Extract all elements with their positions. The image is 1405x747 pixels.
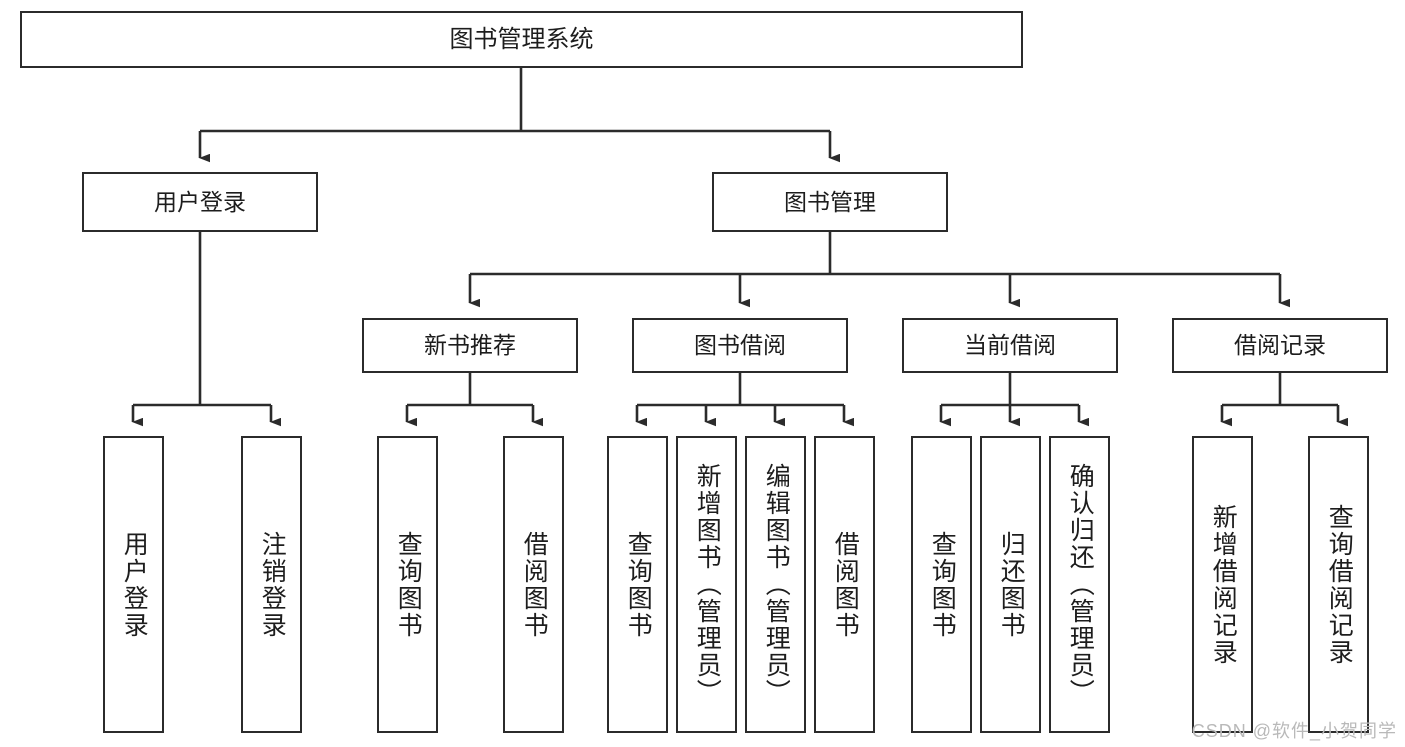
leaf-book-borrow-edit[interactable]: 编辑图书（管理员） bbox=[745, 436, 806, 733]
node-label: 查询图书 bbox=[928, 530, 957, 639]
node-user-login[interactable]: 用户登录 bbox=[82, 172, 318, 232]
leaf-current-borrow-return[interactable]: 归还图书 bbox=[980, 436, 1041, 733]
node-label: 用户登录 bbox=[120, 530, 149, 639]
leaf-user-login-logout[interactable]: 注销登录 bbox=[241, 436, 302, 733]
node-label: 借阅图书 bbox=[831, 530, 860, 639]
node-label: 查询借阅记录 bbox=[1325, 503, 1354, 666]
node-book-borrow[interactable]: 图书借阅 bbox=[632, 318, 848, 373]
leaf-book-borrow-borrow[interactable]: 借阅图书 bbox=[814, 436, 875, 733]
leaf-new-book-query[interactable]: 查询图书 bbox=[377, 436, 438, 733]
node-label: 归还图书 bbox=[997, 530, 1026, 639]
leaf-borrow-record-query[interactable]: 查询借阅记录 bbox=[1308, 436, 1369, 733]
leaf-book-borrow-query[interactable]: 查询图书 bbox=[607, 436, 668, 733]
node-label: 借阅图书 bbox=[520, 530, 549, 639]
node-label: 编辑图书（管理员） bbox=[762, 463, 791, 706]
node-label: 查询图书 bbox=[394, 530, 423, 639]
leaf-user-login-login[interactable]: 用户登录 bbox=[103, 436, 164, 733]
node-label: 确认归还（管理员） bbox=[1066, 463, 1095, 706]
leaf-new-book-borrow[interactable]: 借阅图书 bbox=[503, 436, 564, 733]
node-label: 图书借阅 bbox=[694, 332, 786, 359]
node-label: 借阅记录 bbox=[1234, 332, 1326, 359]
leaf-current-borrow-query[interactable]: 查询图书 bbox=[911, 436, 972, 733]
node-new-book-recommend[interactable]: 新书推荐 bbox=[362, 318, 578, 373]
node-book-management-system[interactable]: 图书管理系统 bbox=[20, 11, 1023, 68]
leaf-current-borrow-confirm-return[interactable]: 确认归还（管理员） bbox=[1049, 436, 1110, 733]
node-label: 图书管理 bbox=[784, 188, 876, 215]
node-label: 查询图书 bbox=[624, 530, 653, 639]
node-label: 新增借阅记录 bbox=[1209, 503, 1238, 666]
node-label: 新书推荐 bbox=[424, 332, 516, 359]
node-borrow-record[interactable]: 借阅记录 bbox=[1172, 318, 1388, 373]
watermark: CSDN @软件_小贺同学 bbox=[1191, 721, 1397, 741]
leaf-borrow-record-add[interactable]: 新增借阅记录 bbox=[1192, 436, 1253, 733]
node-label: 当前借阅 bbox=[964, 332, 1056, 359]
leaf-book-borrow-add[interactable]: 新增图书（管理员） bbox=[676, 436, 737, 733]
node-label: 注销登录 bbox=[258, 530, 287, 639]
node-book-management[interactable]: 图书管理 bbox=[712, 172, 948, 232]
node-label: 图书管理系统 bbox=[449, 25, 594, 53]
node-label: 用户登录 bbox=[154, 188, 246, 215]
node-label: 新增图书（管理员） bbox=[693, 463, 722, 706]
node-current-borrow[interactable]: 当前借阅 bbox=[902, 318, 1118, 373]
